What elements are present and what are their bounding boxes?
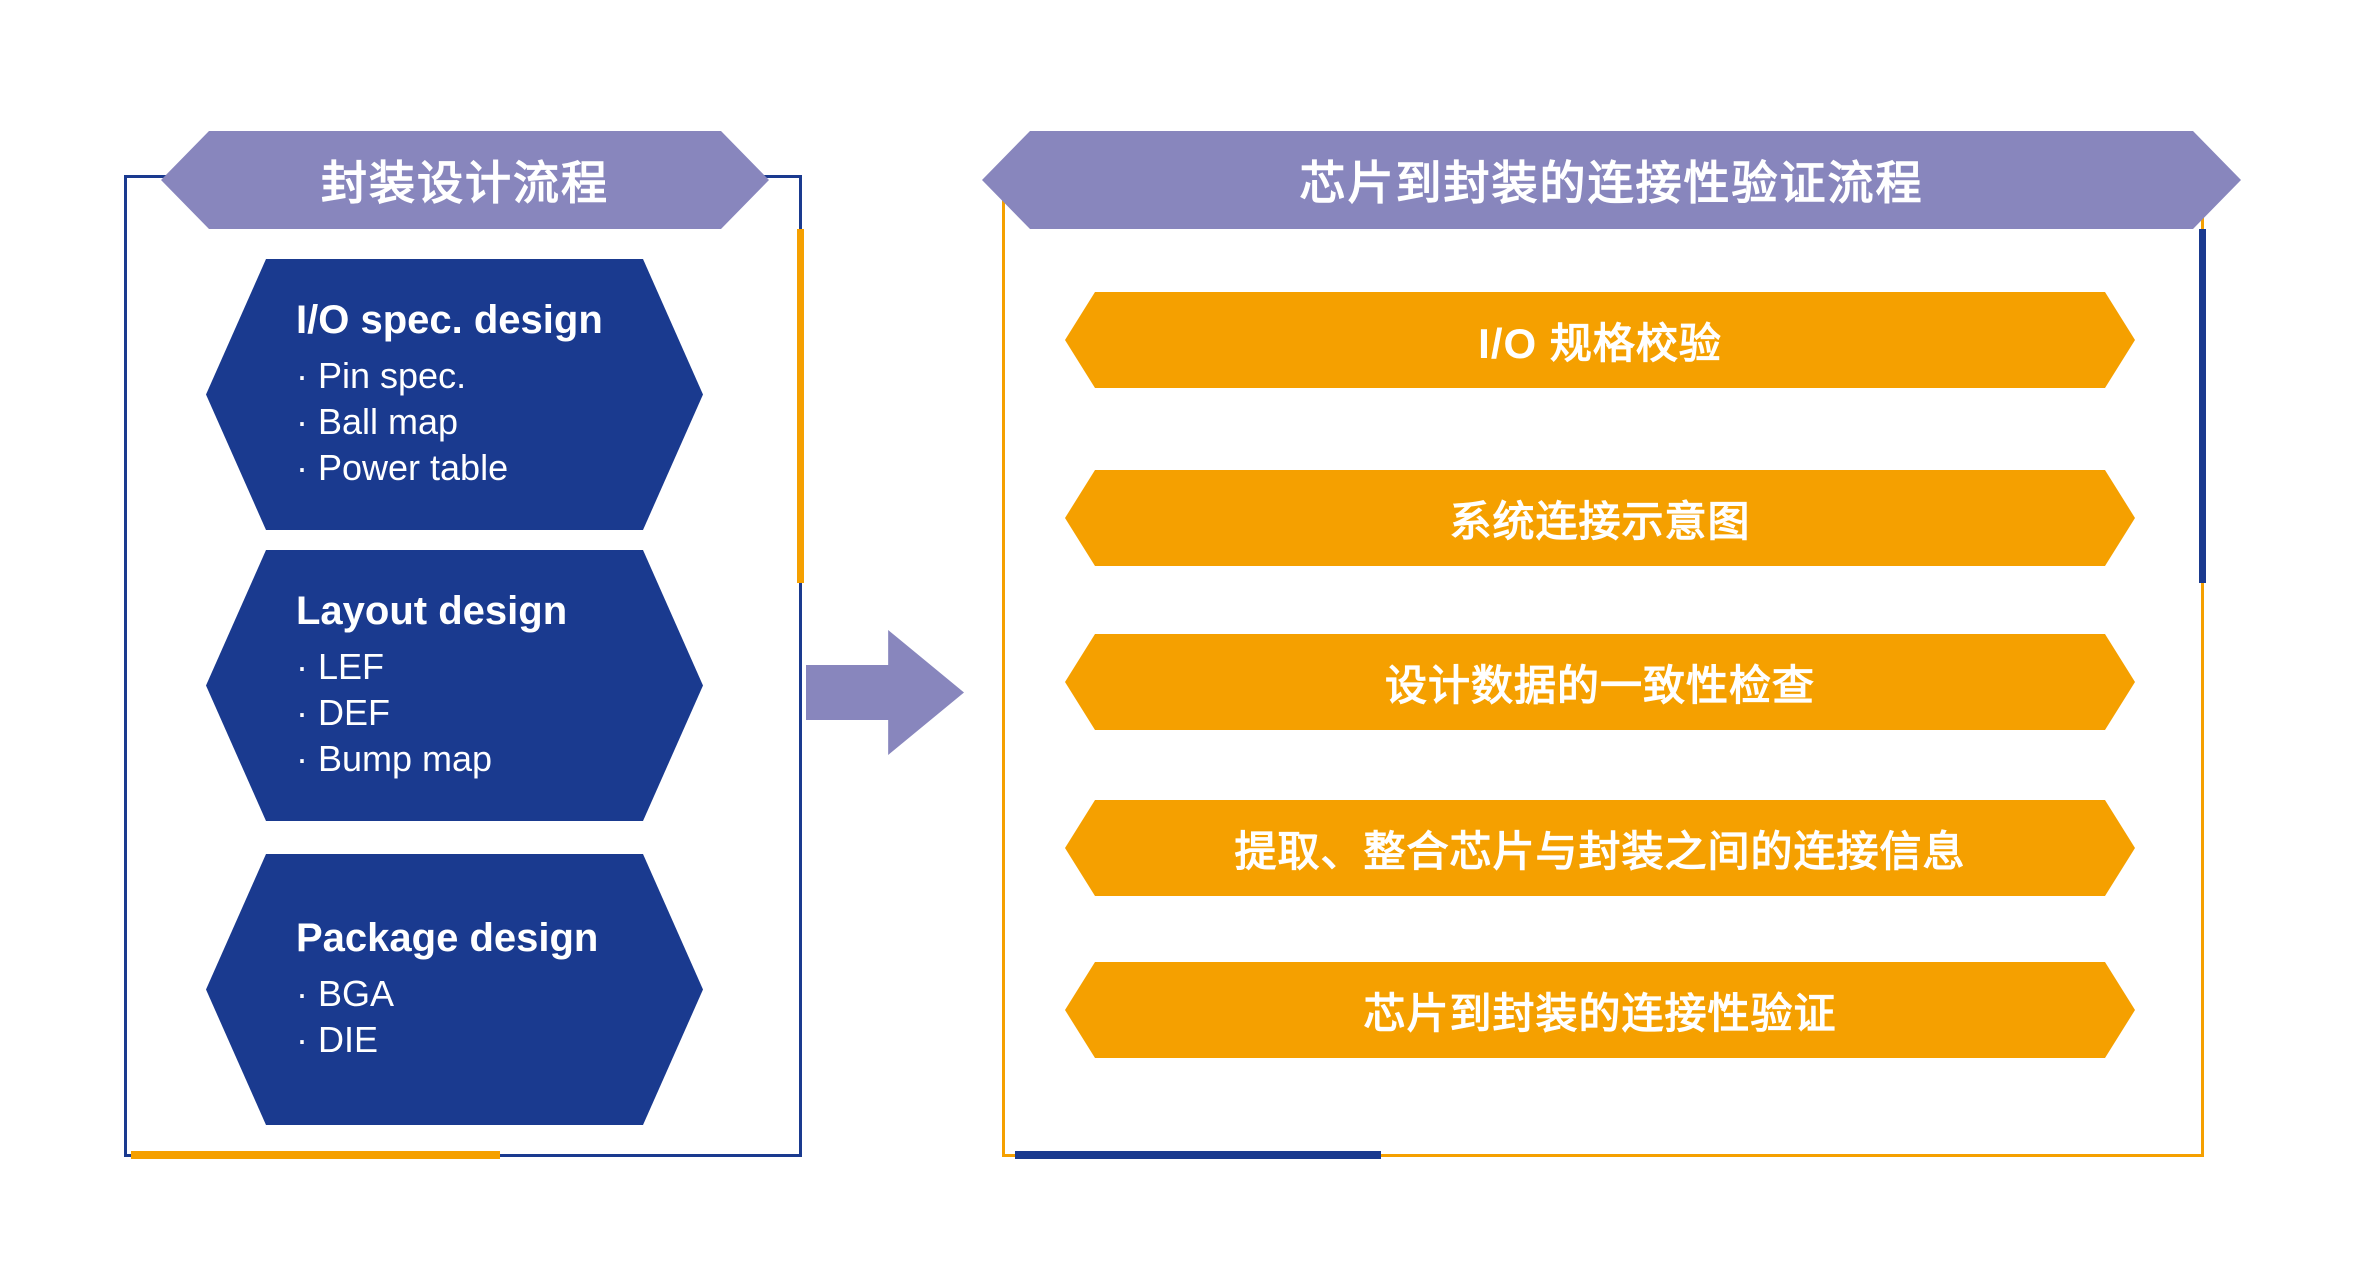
stage-package-design: Package design · BGA · DIE	[206, 854, 703, 1125]
package-design-flow-header: 封装设计流程	[161, 131, 769, 229]
stage-item: · Bump map	[296, 738, 493, 779]
stage-item: · LEF	[296, 646, 385, 687]
package-design-flow-title: 封装设计流程	[321, 157, 609, 209]
step-design-data-consistency-check: 设计数据的一致性检查	[1065, 634, 2135, 730]
stage-title: Package design	[296, 916, 599, 960]
connectivity-verification-flow-title: 芯片到封装的连接性验证流程	[1299, 157, 1924, 209]
stage-title: Layout design	[296, 589, 568, 633]
step-io-spec-check: I/O 规格校验	[1065, 292, 2135, 388]
stage-title: I/O spec. design	[296, 298, 603, 342]
stage-item: · Ball map	[296, 401, 459, 442]
step-system-connection-diagram: 系统连接示意图	[1065, 470, 2135, 566]
left-panel-orange-bottom-accent	[131, 1151, 500, 1159]
stage-item: · BGA	[296, 973, 395, 1014]
stage-item: · DIE	[296, 1019, 379, 1060]
connectivity-verification-flow-header: 芯片到封装的连接性验证流程	[982, 131, 2241, 229]
step-chip-to-package-connectivity-verification: 芯片到封装的连接性验证	[1065, 962, 2135, 1058]
stage-layout-design: Layout design · LEF · DEF · Bump map	[206, 550, 703, 821]
right-arrow-icon	[806, 630, 964, 755]
stage-item: · Power table	[296, 447, 509, 488]
step-extract-integrate-connection-info: 提取、整合芯片与封装之间的连接信息	[1065, 800, 2135, 896]
stage-item: · DEF	[296, 692, 390, 733]
connectivity-verification-flow-panel: 芯片到封装的连接性验证流程 I/O 规格校验 系统连接示意图 设计数据的一致性检…	[1002, 175, 2206, 1159]
stage-io-spec-design: I/O spec. design · Pin spec. · Ball map …	[206, 259, 703, 530]
right-panel-navy-bottom-accent	[1015, 1151, 1381, 1159]
stage-item: · Pin spec.	[296, 355, 467, 396]
package-design-flow-panel: 封装设计流程 I/O spec. design · Pin spec. · Ba…	[124, 175, 804, 1159]
left-panel-orange-vertical-accent	[797, 229, 804, 583]
right-panel-navy-vertical-accent	[2199, 229, 2206, 583]
